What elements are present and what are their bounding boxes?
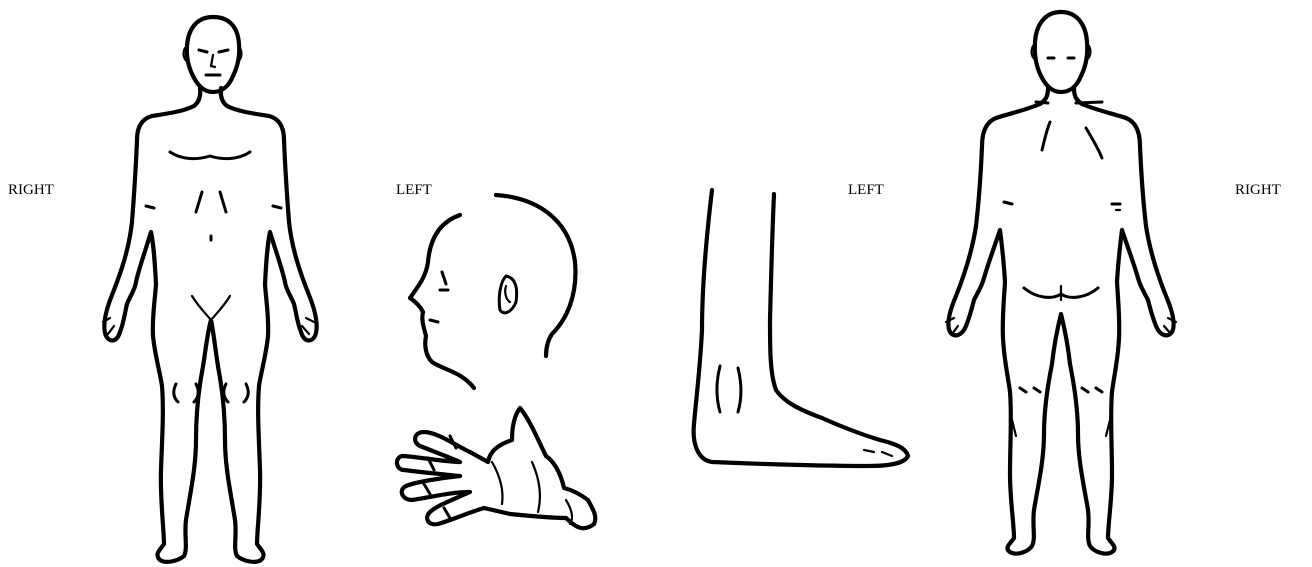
hand-figure <box>397 408 595 528</box>
head-profile-figure <box>410 195 575 388</box>
back-body-figure <box>946 12 1176 554</box>
front-body-figure <box>103 17 317 562</box>
foot-lower-leg-figure <box>694 190 908 466</box>
